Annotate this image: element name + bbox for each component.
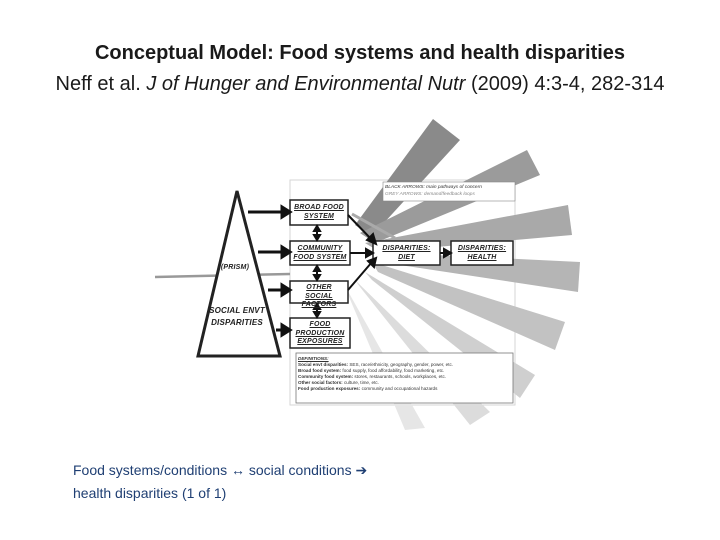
- prism-arrows: [248, 204, 293, 338]
- label-community-food-system: COMMUNITY FOOD SYSTEM: [293, 245, 347, 261]
- legend-black-arrows: BLACK ARROWS: main pathways of concern: [385, 185, 482, 190]
- definitions-box: [295, 352, 514, 404]
- definitions-heading: DEFINITIONS:: [298, 356, 329, 361]
- box-food-production-exposures: [289, 317, 351, 349]
- definition-item: Social envt disparities: SES, race/ethni…: [298, 362, 454, 367]
- right-arrow-icon: ➔: [355, 462, 368, 478]
- feedback-arrow: [351, 212, 396, 240]
- prism-label: (PRISM): [220, 264, 250, 271]
- label-broad-food-system: BROAD FOOD SYSTEM: [294, 204, 344, 220]
- box-other-social-factors: [289, 280, 349, 304]
- label-other-social-factors: OTHER SOCIAL FACTORS: [301, 284, 337, 308]
- bidirectional-arrow-icon: ↔: [230, 462, 245, 478]
- pathway-arrows: [347, 214, 454, 291]
- label-disparities-diet: DISPARITIES: DIET: [382, 245, 431, 261]
- box-broad-food-system: [289, 199, 349, 226]
- slide-title: Conceptual Model: Food systems and healt…: [94, 42, 626, 64]
- legend-box: [382, 181, 516, 202]
- citation-authors: Neff et al.: [55, 73, 141, 95]
- definition-item: Broad food system: food supply, food aff…: [298, 368, 445, 373]
- definition-item: Other social factors: culture, time, etc…: [298, 380, 379, 385]
- slide-caption: Food systems/conditions ↔ social conditi…: [73, 462, 368, 501]
- definition-item: Food production exposures: community and…: [298, 386, 438, 391]
- legend-grey-arrows: GREY ARROWS: demand/feedback loops: [385, 192, 475, 197]
- slide-citation: Neff et al. J of Hunger and Environmenta…: [0, 73, 720, 96]
- definition-item: Community food system: stores, restauran…: [298, 374, 447, 379]
- ray-5: [372, 262, 565, 350]
- label-food-production-exposures: FOOD PRODUCTION EXPOSURES: [295, 321, 345, 345]
- label-disparities-health: DISPARITIES: HEALTH: [457, 245, 507, 261]
- box-community-food-system: [289, 240, 351, 266]
- social-envt-label: SOCIAL ENVT DISPARITIES: [209, 306, 265, 327]
- citation-journal: J of Hunger and Environmental Nutr: [146, 73, 466, 95]
- legend: BLACK ARROWS: main pathways of concern G…: [385, 184, 515, 198]
- ray-1: [355, 119, 460, 236]
- prism-triangle: [196, 190, 282, 358]
- definitions: DEFINITIONS: Social envt disparities: SE…: [298, 356, 510, 392]
- vertical-arrows: [312, 224, 322, 319]
- citation-details: (2009) 4:3-4, 282-314: [470, 73, 665, 95]
- spectrum-rays: [345, 119, 580, 430]
